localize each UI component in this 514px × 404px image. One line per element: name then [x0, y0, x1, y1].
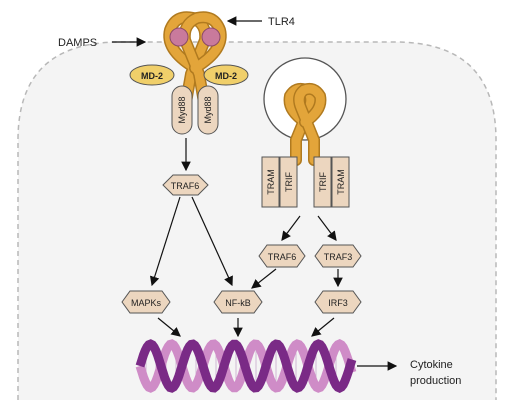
- myd88-right-label: Myd88: [203, 96, 213, 123]
- mapks-node: [121, 290, 171, 314]
- cytokine-label-line2: production: [410, 375, 461, 387]
- damps-label: DAMPS: [58, 37, 97, 49]
- arrow-trif-to-traf3: [317, 215, 337, 241]
- md2-right-label: MD-2: [215, 71, 237, 81]
- dna-strand-dark: [135, 339, 357, 393]
- trif-right-label: TRIF: [318, 172, 328, 192]
- traf6-right-node: [258, 244, 306, 268]
- traf6-right-label: TRAF6: [268, 252, 297, 262]
- tram-right-box: [331, 156, 350, 208]
- myd88-left-shape: [171, 85, 193, 135]
- mapks-label: MAPKs: [131, 298, 162, 308]
- myd88-right-shape: [197, 85, 219, 135]
- arrow-irf3-to-dna: [311, 317, 335, 337]
- dna-double-helix: [135, 339, 357, 393]
- trif-left-box: [279, 156, 298, 208]
- tram-left-box: [261, 156, 280, 208]
- traf3-node: [314, 244, 362, 268]
- md2-left-label: MD-2: [141, 71, 163, 81]
- tram-right-label: TRAM: [336, 169, 346, 195]
- tram-left-label: TRAM: [266, 169, 276, 195]
- md2-left-shape: [129, 64, 175, 86]
- arrow-traf6-to-nfkb: [191, 196, 233, 287]
- irf3-node: [314, 290, 362, 314]
- trif-left-label: TRIF: [284, 172, 294, 192]
- nfkb-node: [213, 290, 263, 314]
- arrow-traf6-to-mapks: [149, 196, 181, 287]
- tlr4-endosomal-receptor: [283, 82, 327, 166]
- traf6-left-node: [162, 174, 209, 196]
- md2-right-shape: [203, 64, 249, 86]
- arrow-traf6-to-nfkb-right: [251, 268, 277, 289]
- myd88-left-label: Myd88: [177, 96, 187, 123]
- arrow-mapks-to-dna: [157, 317, 181, 337]
- irf3-label: IRF3: [328, 298, 348, 308]
- traf6-left-label: TRAF6: [171, 181, 200, 191]
- tlr4-label: TLR4: [268, 16, 295, 28]
- nfkb-label: NF-kB: [225, 298, 251, 308]
- cytokine-label-line1: Cytokine: [410, 359, 453, 371]
- traf3-label: TRAF3: [324, 252, 353, 262]
- damps-ligand-right: [201, 27, 221, 47]
- trif-right-box: [313, 156, 332, 208]
- arrow-trif-to-traf6: [281, 215, 301, 241]
- damps-ligand-left: [169, 27, 189, 47]
